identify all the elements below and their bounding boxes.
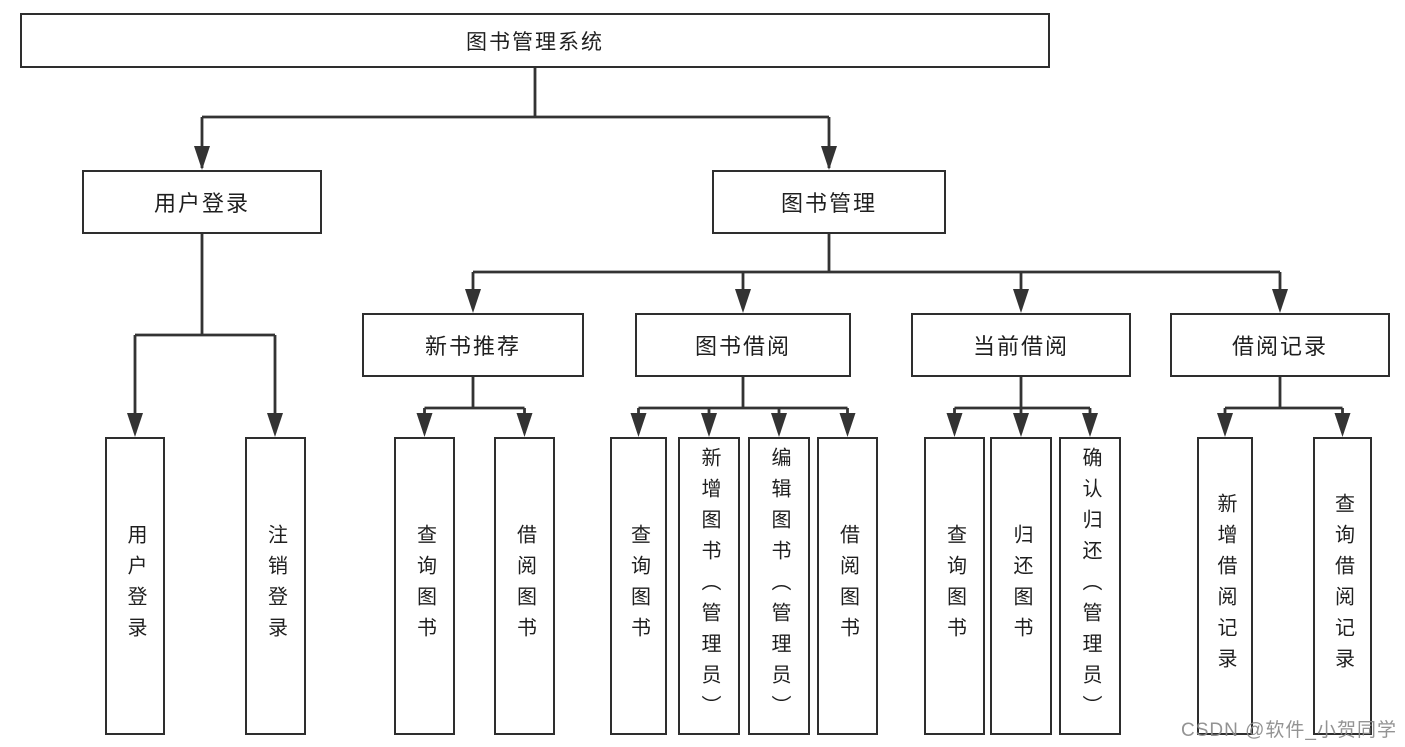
leaf-logout: 注销登录 (245, 437, 306, 735)
connector-root-to-level1 (200, 68, 831, 168)
leaf-borrow-books: 借阅图书 (494, 437, 555, 735)
leaf-query-books: 查询图书 (610, 437, 667, 735)
node-library-management-system: 图书管理系统 (20, 13, 1050, 68)
connector-book-mgmt-to-level2 (471, 234, 1282, 309)
leaf-confirm-return-admin: 确认归还（管理员） (1059, 437, 1121, 735)
node-user-login: 用户登录 (82, 170, 322, 234)
leaf-add-borrow-record: 新增借阅记录 (1197, 437, 1253, 735)
leaf-user-login: 用户登录 (105, 437, 165, 735)
connector-new-book-to-leaves (423, 377, 526, 433)
node-book-management: 图书管理 (712, 170, 946, 234)
leaf-query-borrow-record: 查询借阅记录 (1313, 437, 1372, 735)
leaf-return-books: 归还图书 (990, 437, 1052, 735)
leaf-edit-books-admin: 编辑图书（管理员） (748, 437, 810, 735)
csdn-watermark: CSDN @软件_小贺同学 (1181, 720, 1397, 741)
node-new-book-recommend: 新书推荐 (362, 313, 584, 377)
arrowheads (127, 146, 1351, 437)
leaf-add-books-admin: 新增图书（管理员） (678, 437, 740, 735)
connector-borrow-records-to-leaves (1223, 377, 1344, 433)
leaf-borrow-books: 借阅图书 (817, 437, 878, 735)
node-borrow-records: 借阅记录 (1170, 313, 1390, 377)
connector-book-borrow-to-leaves (637, 377, 849, 433)
leaf-query-books: 查询图书 (394, 437, 455, 735)
node-book-borrow: 图书借阅 (635, 313, 851, 377)
leaf-query-books: 查询图书 (924, 437, 985, 735)
node-current-borrow: 当前借阅 (911, 313, 1131, 377)
connector-user-login-to-leaves (133, 234, 277, 433)
